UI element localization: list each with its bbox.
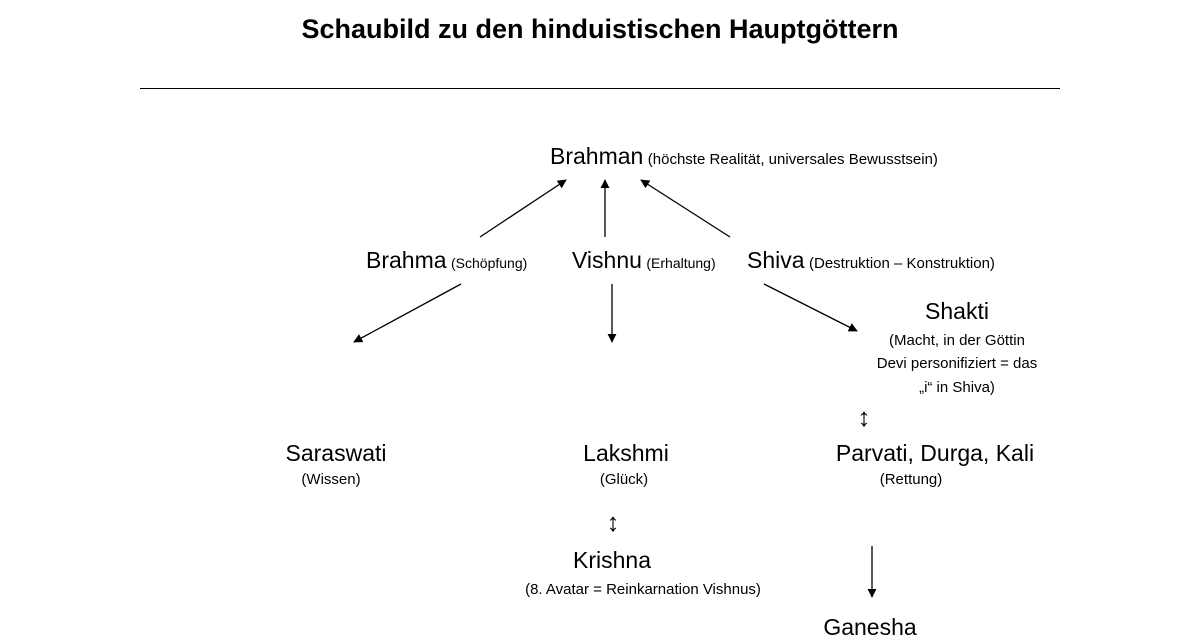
node-shakti-desc-line-3: „i“ in Shiva) — [919, 379, 995, 396]
node-lakshmi-name: Lakshmi — [583, 440, 669, 466]
arrow-shiva-to-shakti — [763, 283, 858, 332]
arrow-shiva-to-brahman — [640, 179, 731, 238]
arrow-brahma-to-brahman — [479, 179, 567, 238]
node-ganesha-name: Ganesha — [823, 614, 917, 640]
page-title: Schaubild zu den hinduistischen Hauptgöt… — [301, 14, 899, 44]
arrow-brahma-to-saraswati — [353, 283, 462, 343]
node-parvati-desc: (Rettung) — [879, 471, 943, 488]
node-brahman-desc: (höchste Realität, universales Bewusstse… — [647, 151, 938, 168]
double-arrow-shakti-parvati: ↕ — [857, 402, 871, 432]
node-vishnu-desc: (Erhaltung) — [646, 255, 716, 271]
node-saraswati-desc: (Wissen) — [301, 471, 361, 488]
node-shakti-name: Shakti — [925, 298, 989, 324]
double-arrow-lakshmi-krishna: ↕ — [606, 507, 620, 537]
title-divider — [140, 88, 1060, 89]
node-saraswati-name: Saraswati — [285, 440, 387, 466]
node-brahma: Brahma (Schöpfung) — [366, 247, 527, 274]
node-brahma-desc: (Schöpfung) — [451, 255, 528, 271]
node-parvati-name: Parvati, Durga, Kali — [835, 440, 1035, 466]
node-krishna-name: Krishna — [573, 547, 651, 573]
node-brahma-name: Brahma — [366, 247, 447, 273]
node-shiva-name: Shiva — [747, 247, 805, 273]
node-shakti-desc-line-2: Devi personifiziert = das — [876, 355, 1038, 372]
node-vishnu: Vishnu (Erhaltung) — [572, 247, 716, 274]
node-shiva-desc: (Destruktion – Konstruktion) — [809, 255, 995, 272]
node-lakshmi-desc: (Glück) — [599, 471, 649, 488]
node-brahman-name: Brahman — [550, 143, 644, 169]
node-brahman: Brahman (höchste Realität, universales B… — [550, 143, 938, 170]
node-shiva: Shiva (Destruktion – Konstruktion) — [747, 247, 995, 274]
node-vishnu-name: Vishnu — [572, 247, 642, 273]
node-shakti-desc-line-1: (Macht, in der Göttin — [889, 332, 1025, 349]
node-krishna-desc: (8. Avatar = Reinkarnation Vishnus) — [525, 581, 761, 598]
